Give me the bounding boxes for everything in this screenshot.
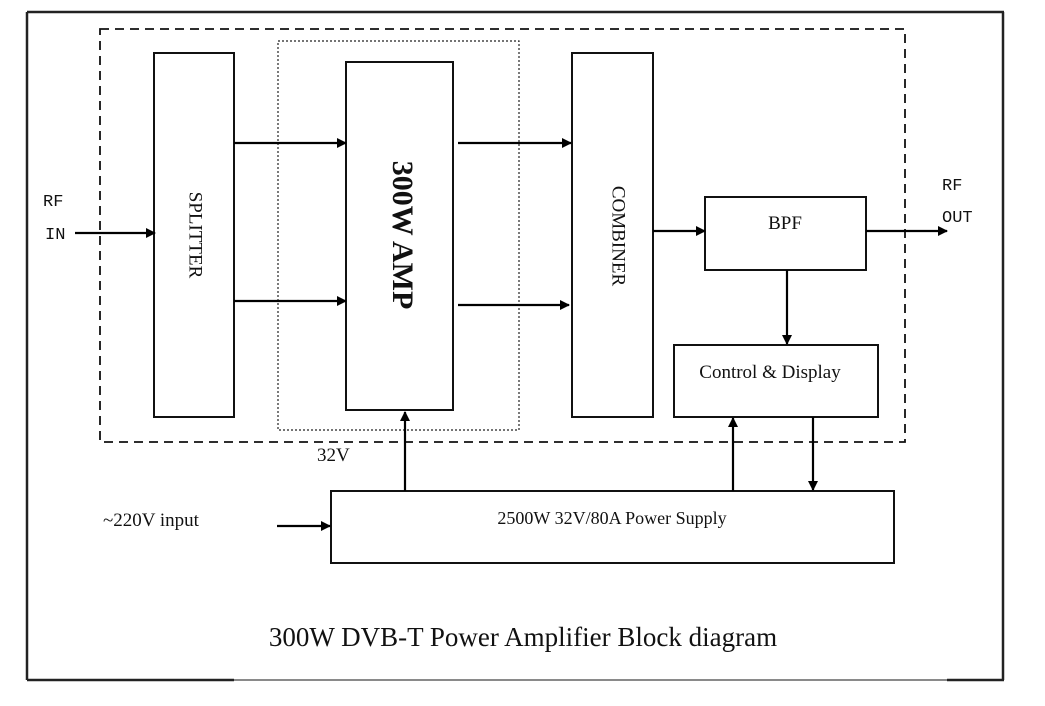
rf-out-label-line2: OUT bbox=[942, 209, 973, 228]
bpf-label: BPF bbox=[768, 213, 802, 234]
diagram-title: 300W DVB-T Power Amplifier Block diagram bbox=[269, 622, 777, 652]
control-display-label: Control & Display bbox=[699, 362, 841, 383]
voltage-label: 32V bbox=[317, 445, 350, 466]
power-supply-label: 2500W 32V/80A Power Supply bbox=[497, 508, 726, 528]
amplifier-enclosure bbox=[99, 28, 906, 443]
connections bbox=[75, 138, 948, 531]
rf-out-label-line1: RF bbox=[942, 177, 962, 196]
rf-in-label-line2: IN bbox=[45, 226, 65, 245]
outer-frame bbox=[25, 10, 1005, 682]
bpf-block[interactable]: BPF bbox=[704, 196, 867, 271]
combiner-block[interactable]: COMBINER bbox=[571, 52, 654, 418]
control-display-block[interactable]: Control & Display bbox=[673, 344, 879, 418]
splitter-label: SPLITTER bbox=[185, 192, 206, 279]
amp-module-enclosure bbox=[277, 40, 520, 431]
power-supply-block[interactable]: 2500W 32V/80A Power Supply bbox=[330, 490, 895, 564]
amp-label: 300W AMP bbox=[386, 161, 419, 310]
ac-input-label: ~220V input bbox=[103, 510, 200, 531]
rf-in-label-line1: RF bbox=[43, 193, 63, 212]
amp-block[interactable]: 300W AMP bbox=[345, 61, 454, 411]
combiner-label: COMBINER bbox=[608, 186, 629, 287]
splitter-block[interactable]: SPLITTER bbox=[153, 52, 235, 418]
